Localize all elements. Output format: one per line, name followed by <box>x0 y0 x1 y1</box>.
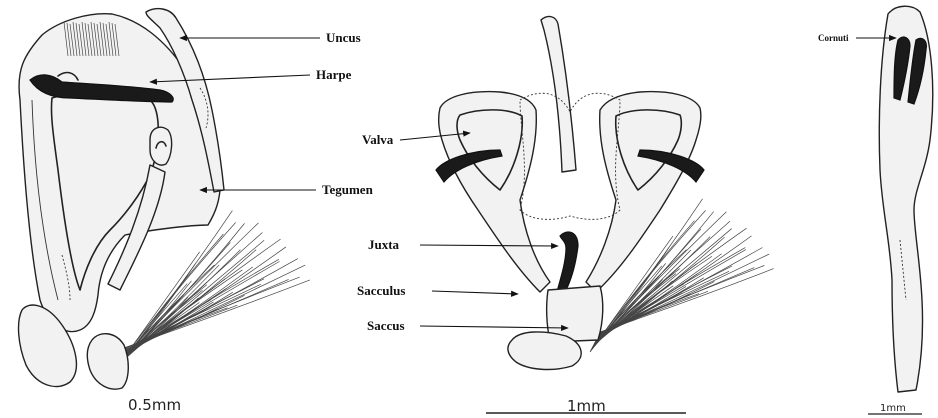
aedeagus-drawing <box>879 6 932 392</box>
valva-right <box>586 92 701 292</box>
saccus-label: Saccus <box>367 318 405 333</box>
aedeagus-shaft <box>541 17 576 172</box>
saccus-arrow <box>420 326 568 328</box>
valva-label: Valva <box>362 132 394 147</box>
phallobase-left <box>87 334 128 389</box>
uncus-label: Uncus <box>326 30 361 45</box>
lateral-view-drawing <box>19 9 310 389</box>
tegumen-label: Tegumen <box>322 182 374 197</box>
saccus-lobe-center <box>508 332 581 370</box>
valva-left <box>439 92 550 292</box>
scale-label-left: 0.5mm <box>128 396 181 414</box>
juxta-shape <box>558 232 578 290</box>
juxta-arrow <box>420 245 558 246</box>
sacculus-label: Sacculus <box>357 283 405 298</box>
cornuti-label: Cornuti <box>818 33 849 43</box>
scale-label-right: 1mm <box>880 403 906 414</box>
ventral-view-drawing <box>436 17 774 370</box>
juxta-label: Juxta <box>368 237 400 252</box>
harpe-label: Harpe <box>316 67 352 82</box>
scale-label-center: 1mm <box>567 397 606 415</box>
tegumen-loop <box>150 127 172 165</box>
sacculus-arrow <box>432 291 518 294</box>
